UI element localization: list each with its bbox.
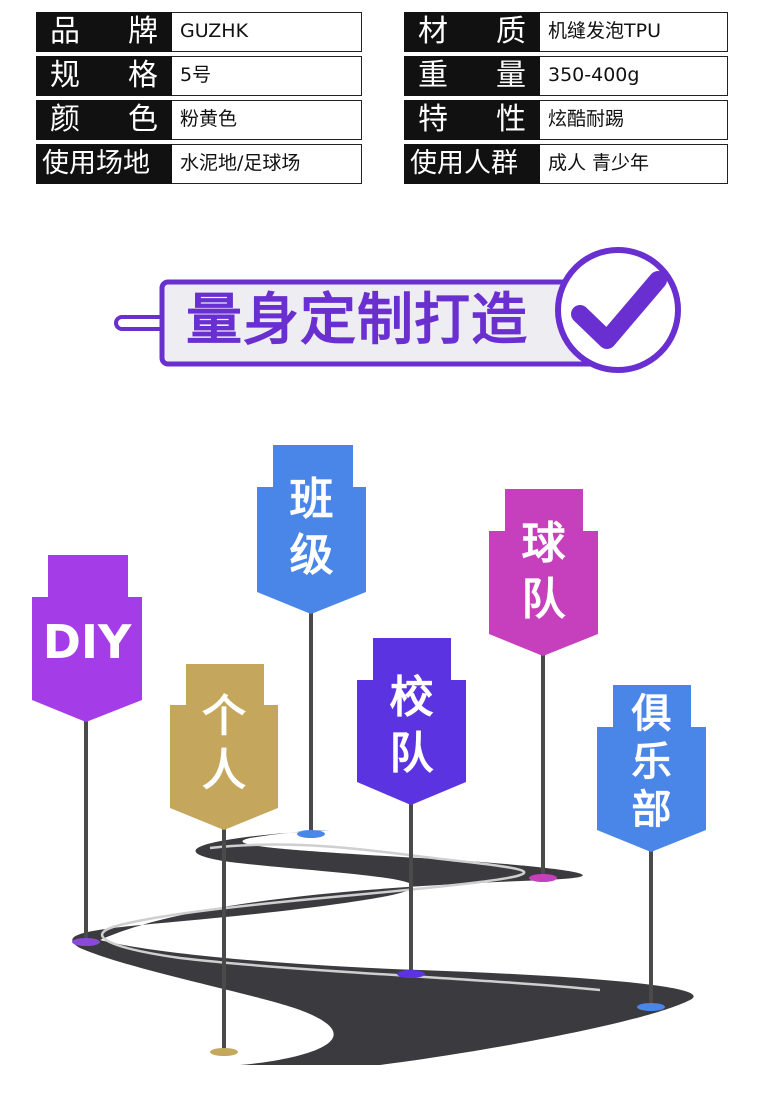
sign-label-club: 俱 乐 部	[631, 691, 672, 833]
checkmark-icon	[571, 271, 667, 349]
road-centerline	[100, 843, 601, 992]
sign-label-class: 班 级	[289, 474, 334, 581]
banner-frame	[114, 247, 681, 373]
spec-value-color: 粉黄色	[172, 100, 362, 140]
spec-label-material: 材质	[404, 12, 540, 52]
spec-label-venue: 使用场地	[36, 144, 172, 184]
spec-label-size: 规格	[36, 56, 172, 96]
spec-label-weight: 重量	[404, 56, 540, 96]
sign-shape-team	[489, 489, 598, 656]
spec-row: 使用场地 水泥地/足球场 使用人群 成人 青少年	[36, 144, 728, 184]
sign-shape-school-team	[357, 638, 466, 805]
spec-value-brand: GUZHK	[172, 12, 362, 52]
sign-label-team: 球 队	[521, 518, 566, 625]
spec-row: 品牌 GUZHK 材质 机缝发泡TPU	[36, 12, 728, 52]
pole-base	[637, 1003, 665, 1011]
spec-label-feature: 特性	[404, 100, 540, 140]
sign-shape-individual	[170, 664, 278, 830]
spec-value-material: 机缝发泡TPU	[540, 12, 728, 52]
spec-row: 规格 5号 重量 350-400g	[36, 56, 728, 96]
sign-shape-diy	[32, 555, 142, 722]
spec-value-users: 成人 青少年	[540, 144, 728, 184]
sign-label-individual: 个 人	[202, 691, 246, 796]
sign-shape-class	[257, 445, 366, 614]
pole-base	[397, 970, 425, 978]
spec-value-venue: 水泥地/足球场	[172, 144, 362, 184]
spec-label-brand: 品牌	[36, 12, 172, 52]
banner-title: 量身定制打造	[186, 288, 528, 353]
spec-label-users: 使用人群	[404, 144, 540, 184]
sign-shape-club	[597, 685, 706, 852]
pole-base	[297, 830, 325, 838]
pole-base	[529, 874, 557, 882]
pole-base	[210, 1048, 238, 1056]
spec-value-feature: 炫酷耐踢	[540, 100, 728, 140]
spec-row: 颜色 粉黄色 特性 炫酷耐踢	[36, 100, 728, 140]
sign-label-diy: DIY	[42, 615, 132, 669]
spec-value-weight: 350-400g	[540, 56, 728, 96]
pole-base	[72, 938, 100, 946]
road	[72, 830, 694, 1065]
spec-label-color: 颜色	[36, 100, 172, 140]
spec-value-size: 5号	[172, 56, 362, 96]
sign-label-school-team: 校 队	[389, 672, 434, 779]
